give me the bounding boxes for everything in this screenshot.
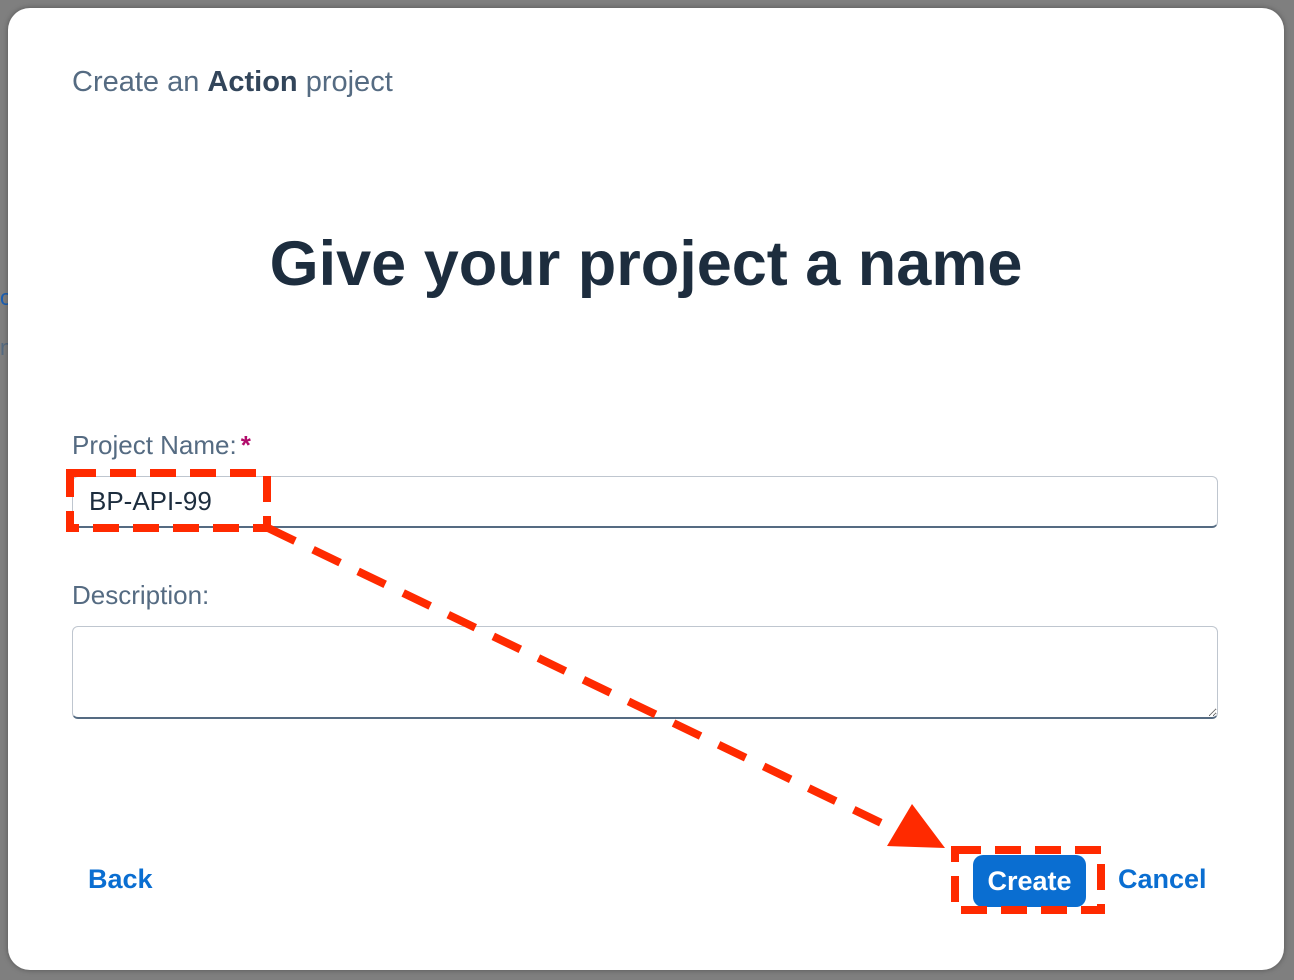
description-input[interactable] bbox=[72, 626, 1218, 719]
cancel-button[interactable]: Cancel bbox=[1118, 864, 1207, 894]
back-button[interactable]: Back bbox=[88, 864, 153, 894]
project-name-label-text: Project Name: bbox=[72, 430, 237, 460]
header-suffix: project bbox=[305, 66, 393, 98]
create-project-dialog: Create an Action project Give your proje… bbox=[8, 8, 1284, 970]
description-label: Description: bbox=[72, 580, 210, 610]
page-title: Give your project a name bbox=[269, 229, 1023, 299]
project-name-label: Project Name:* bbox=[72, 430, 251, 461]
required-marker: * bbox=[240, 430, 251, 460]
header-project-type: Action bbox=[207, 66, 298, 98]
dialog-header: Create an Action project bbox=[72, 66, 393, 99]
header-prefix: Create an bbox=[72, 66, 200, 98]
create-button[interactable]: Create bbox=[973, 855, 1086, 907]
project-name-input[interactable] bbox=[72, 476, 1218, 528]
